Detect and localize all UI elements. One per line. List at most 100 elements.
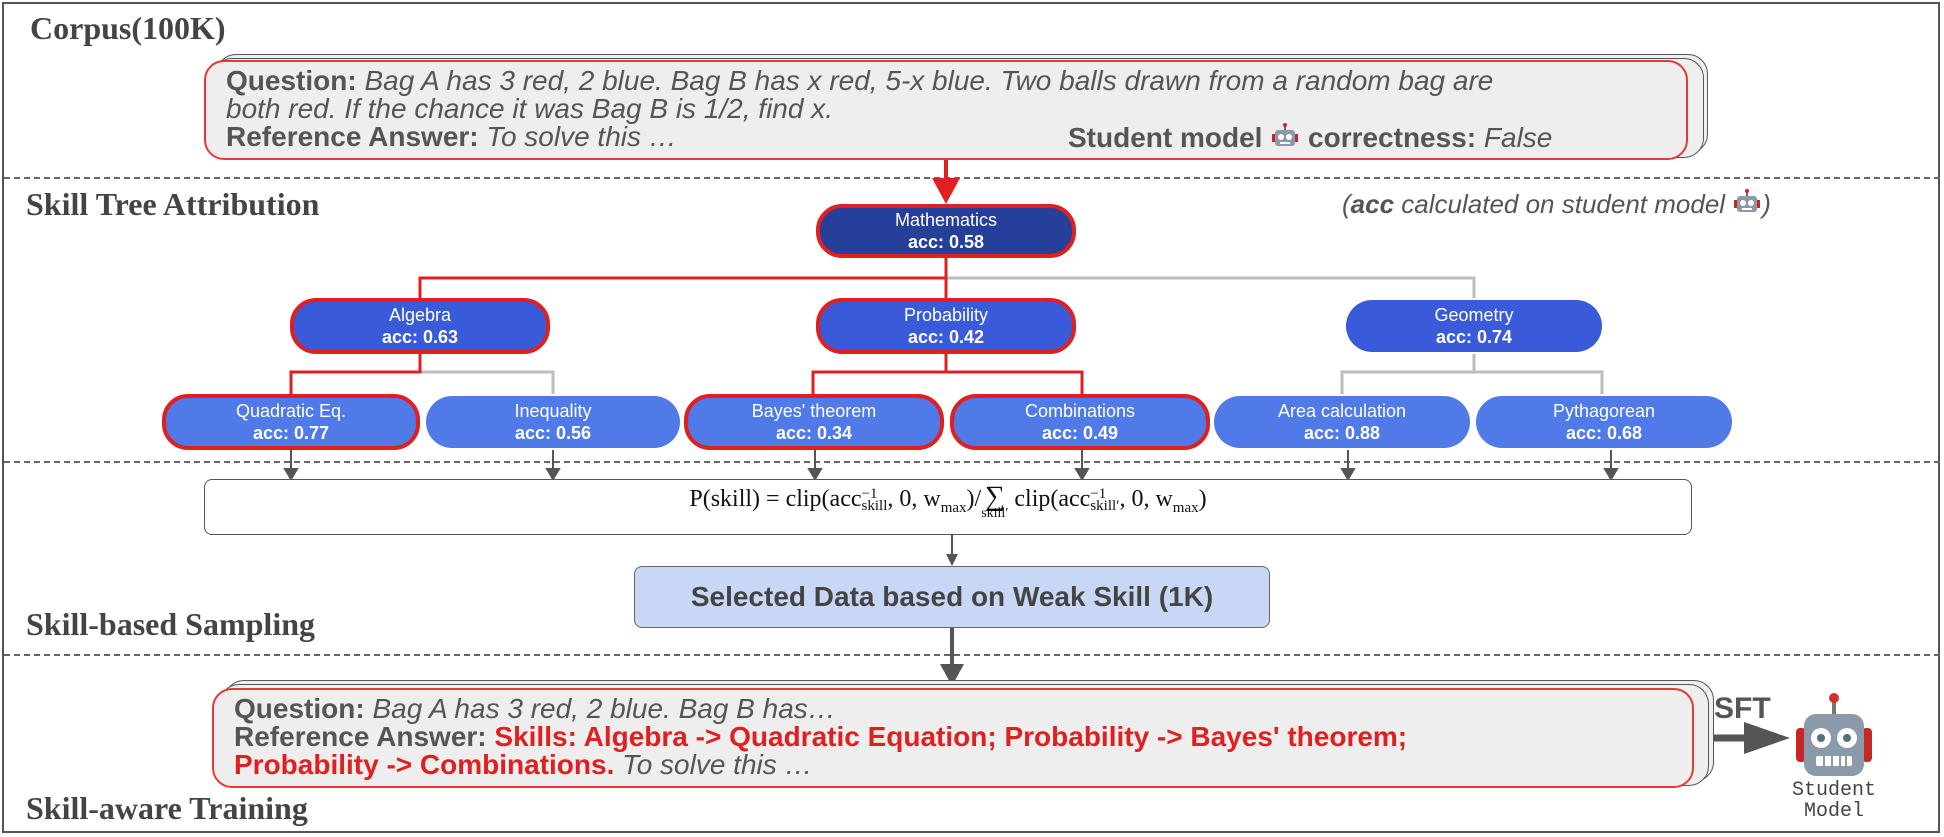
training-reference-label: Reference Answer: (234, 721, 487, 752)
student-label: Student model (1068, 122, 1263, 153)
reference-label: Reference Answer: (226, 121, 479, 152)
edge-geometry-pythagorean (1472, 354, 1604, 394)
section-title-training: Skill-aware Training (26, 790, 308, 826)
divider-2 (4, 461, 1940, 463)
node-quadratic-acc: acc: 0.77 (252, 423, 330, 443)
training-question-line: Question: Bag A has 3 red, 2 blue. Bag B… (234, 694, 836, 724)
node-area-name: Area calculation (1277, 401, 1407, 421)
robot-icon (1734, 189, 1761, 212)
leaf-to-formula-arrows (283, 450, 1619, 481)
skills-line-2: Probability -> Combinations. (234, 749, 615, 780)
node-probability: Probability acc: 0.42 (816, 298, 1076, 354)
node-mathematics: Mathematics acc: 0.58 (816, 204, 1076, 258)
reference-text: To solve this … (486, 121, 677, 152)
correctness-value: False (1483, 122, 1553, 153)
training-reference-tail: To solve this … (622, 749, 813, 780)
acc-note-text: calculated on student model (1394, 189, 1726, 219)
node-combinations-acc: acc: 0.49 (1041, 423, 1119, 443)
node-pythagorean: Pythagorean acc: 0.68 (1476, 396, 1732, 448)
student-model-label: Student Model (1770, 780, 1898, 822)
formula-sum-sub: skill′ (981, 506, 1009, 521)
node-bayes: Bayes' theorem acc: 0.34 (684, 394, 944, 450)
formula-wsub-2: max (1172, 499, 1199, 516)
formula-sum: ∑ (984, 481, 1005, 512)
section-title-corpus: Corpus(100K) (30, 10, 226, 46)
student-label-line-2: Model (1803, 800, 1864, 823)
edge-algebra-inequality (418, 354, 555, 394)
node-geometry-name: Geometry (1434, 305, 1514, 325)
node-bayes-name: Bayes' theorem (751, 401, 877, 421)
student-label-line-1: Student (1791, 779, 1876, 802)
formula-to-selected-arrowhead (946, 554, 958, 566)
node-area: Area calculation acc: 0.88 (1214, 396, 1470, 448)
section-title-attribution: Skill Tree Attribution (26, 186, 320, 222)
node-algebra: Algebra acc: 0.63 (290, 298, 550, 354)
edge-geometry-area (1340, 354, 1476, 394)
formula-lhs: P(skill) = clip(acc (689, 486, 862, 512)
sft-arrow-head (1744, 722, 1790, 754)
student-correctness: Student model correctness: False (1068, 122, 1552, 153)
node-probability-acc: acc: 0.42 (907, 327, 985, 347)
formula-mid-2: , 0, w (1119, 486, 1173, 512)
corpus-question-line-1: Question: Bag A has 3 red, 2 blue. Bag B… (226, 66, 1493, 96)
corpus-to-root-arrowhead (932, 178, 960, 204)
formula-sub2: skill′ (1090, 498, 1120, 515)
student-robot-icon (1796, 693, 1872, 776)
formula-sup-2: −1 (1090, 486, 1107, 503)
formula-div: )/ (966, 486, 982, 512)
edge-probability-bayes (811, 354, 948, 394)
node-inequality-name: Inequality (514, 401, 592, 421)
edge-root-algebra (418, 258, 948, 298)
node-mathematics-name: Mathematics (894, 210, 998, 230)
corpus-question-line-2: both red. If the chance it was Bag B is … (226, 93, 834, 124)
training-question-label: Question: (234, 693, 365, 724)
node-bayes-acc: acc: 0.34 (775, 423, 853, 443)
node-quadratic: Quadratic Eq. acc: 0.77 (162, 394, 420, 450)
corpus-reference-line: Reference Answer: To solve this … (226, 122, 677, 152)
node-probability-name: Probability (903, 305, 989, 325)
node-pythagorean-name: Pythagorean (1552, 401, 1656, 421)
question-label: Question: (226, 65, 357, 96)
acc-note-close: ) (1762, 189, 1771, 219)
training-card: Question: Bag A has 3 red, 2 blue. Bag B… (212, 688, 1694, 788)
node-area-acc: acc: 0.88 (1303, 423, 1381, 443)
robot-icon (1272, 123, 1299, 146)
edge-algebra-quadratic (289, 354, 422, 394)
node-combinations: Combinations acc: 0.49 (950, 394, 1210, 450)
node-algebra-acc: acc: 0.63 (381, 327, 459, 347)
training-question-text: Bag A has 3 red, 2 blue. Bag B has… (372, 693, 836, 724)
section-title-sampling: Skill-based Sampling (26, 606, 315, 642)
sft-label: SFT (1714, 692, 1771, 725)
formula-mid: , 0, w (887, 486, 941, 512)
node-geometry: Geometry acc: 0.74 (1346, 300, 1602, 352)
node-inequality-acc: acc: 0.56 (514, 423, 592, 443)
node-inequality: Inequality acc: 0.56 (426, 396, 680, 448)
acc-note: (acc calculated on student model ) (1342, 188, 1771, 219)
corpus-card: Question: Bag A has 3 red, 2 blue. Bag B… (204, 60, 1688, 160)
node-algebra-name: Algebra (388, 305, 452, 325)
formula-end: ) (1198, 486, 1207, 512)
node-combinations-name: Combinations (1024, 401, 1136, 421)
training-reference-line: Reference Answer: Skills: Algebra -> Qua… (234, 722, 1407, 752)
correctness-label: correctness: (1308, 122, 1477, 153)
acc-note-acc: acc (1350, 189, 1395, 219)
node-quadratic-name: Quadratic Eq. (235, 401, 347, 421)
formula-sub1: skill (861, 498, 888, 515)
node-geometry-acc: acc: 0.74 (1435, 327, 1513, 347)
formula-sup: −1 (861, 486, 878, 503)
training-reference-line-2: Probability -> Combinations. To solve th… (234, 750, 813, 780)
node-mathematics-acc: acc: 0.58 (907, 232, 985, 252)
question-text: Bag A has 3 red, 2 blue. Bag B has x red… (364, 65, 1494, 96)
skills-line-1: Skills: Algebra -> Quadratic Equation; P… (494, 721, 1408, 752)
edge-root-geometry (944, 258, 1476, 298)
acc-note-open: ( (1342, 189, 1351, 219)
formula-wsub: max (940, 499, 967, 516)
edge-probability-combinations (944, 354, 1084, 394)
selected-data-box: Selected Data based on Weak Skill (1K) (634, 566, 1270, 628)
node-pythagorean-acc: acc: 0.68 (1565, 423, 1643, 443)
selected-to-training-arrowhead (940, 664, 964, 686)
